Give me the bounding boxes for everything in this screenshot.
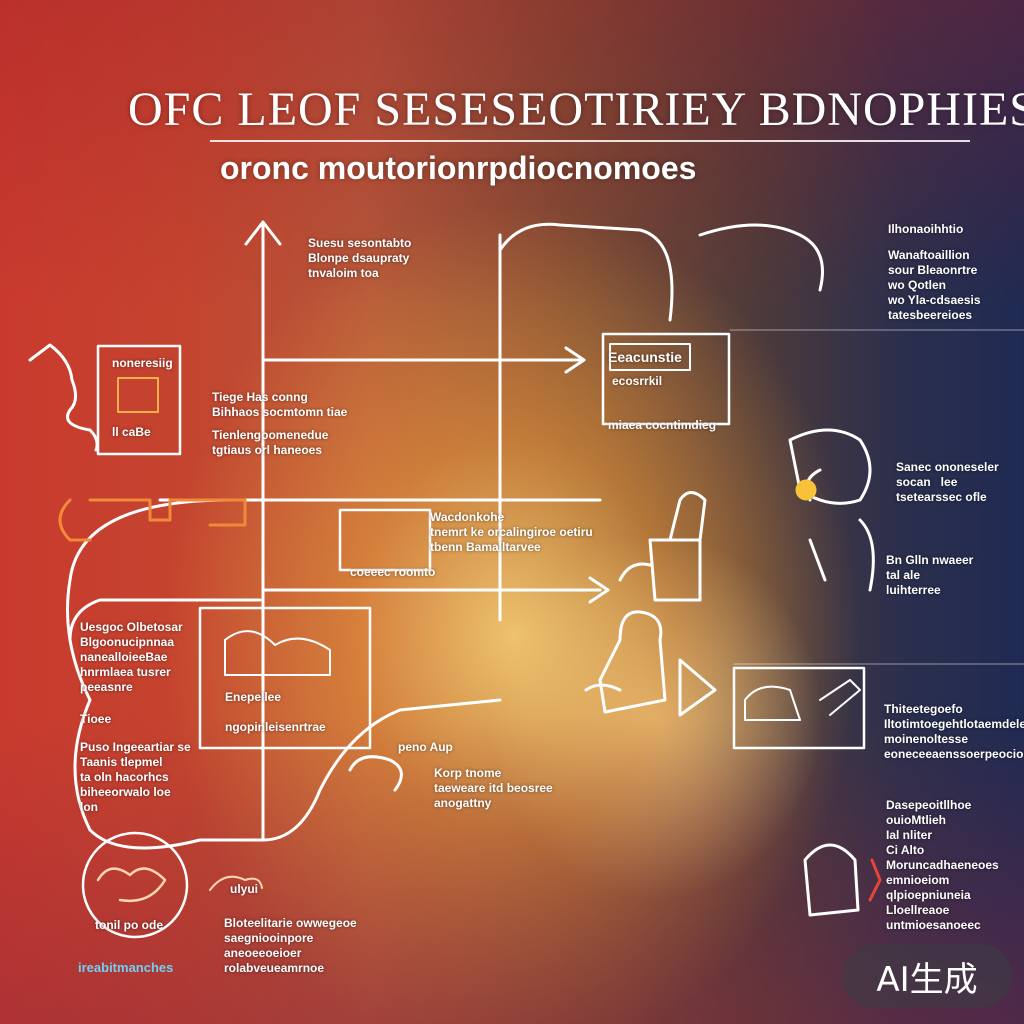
logo-scribble: [98, 869, 165, 901]
up-arrow: [246, 222, 280, 244]
machine-icon: [745, 680, 860, 720]
label-left-mid: Tiege Has conng Bihhaos socmtomn tiae: [212, 390, 347, 420]
label-logo: tonil po ode: [95, 918, 163, 933]
person-icon: [600, 612, 665, 712]
label-right-top: Wanaftoaillion sour Bleaonrtre wo Qotlen…: [888, 248, 981, 323]
mid-card: [340, 510, 430, 570]
label-cert-caption: miaea cocntimdieg: [608, 418, 716, 433]
left-card-inner: [118, 378, 158, 412]
label-top-center: Suesu sesontabto Blonpe dsaupraty tnvalo…: [308, 236, 411, 281]
arrow-to-cert-box: [263, 348, 584, 372]
top-arch: [500, 224, 672, 320]
label-left-lower: Puso Ingeeartiar se Taanis tlepmel ta ol…: [80, 740, 191, 815]
label-center-block: Wacdonkohe tnemrt ke orcalingiroe oetiru…: [430, 510, 593, 555]
label-cert-sub: ecosrrkil: [612, 374, 662, 389]
figure-legs: [810, 520, 873, 590]
right-lower-card: [734, 668, 864, 748]
bottom-left-card-sketch: [225, 631, 330, 675]
label-card-1: Enepellee: [225, 690, 281, 705]
label-mid-card: coeeec roomto: [350, 565, 435, 580]
label-sketch: ulyui: [230, 882, 258, 897]
right-arch: [700, 225, 823, 290]
label-left-block: Uesgoc Olbetosar Blgoonucipnnaa naneallo…: [80, 620, 183, 695]
label-left-card-foot: ll caBe: [112, 425, 151, 440]
curl: [350, 757, 401, 790]
label-center-lower-title: peno Aup: [398, 740, 453, 755]
pot-icon-red: [870, 860, 880, 900]
label-right-top-title: Ilhonaoihhtio: [888, 222, 963, 237]
label-right-box: Thiteetegoefo Iltotimtoegehtlotaemdelest…: [884, 702, 1024, 762]
lower-arrow: [263, 578, 608, 602]
label-right-mid: Sanec ononeseler socan lee tsetearssec o…: [896, 460, 999, 505]
hand-icon: [30, 345, 97, 450]
bottom-link[interactable]: ireabitmanches: [78, 960, 173, 975]
cup-icon-small: [620, 564, 650, 580]
label-left-mid-2: Tienlengoomenedue tgtiaus orl haneoes: [212, 428, 328, 458]
label-card-2: ngopinleisenrtrae: [225, 720, 326, 735]
ai-generated-badge: AI生成: [842, 944, 1012, 1008]
label-right-bottom: Dasepeoitllhoe ouioMtlieh Ial nliter Ci …: [886, 798, 999, 933]
label-right-lower: Bn Glln nwaeer tal ale luihterree: [886, 553, 973, 598]
label-cert-title: Eeacunstie: [608, 350, 682, 365]
pot-icon: [805, 845, 858, 915]
label-center-lower: Korp tnome taeweare itd beosree anogattn…: [434, 766, 553, 811]
label-left-single: Tioee: [80, 712, 111, 727]
label-left-card: noneresiig: [112, 356, 173, 371]
cup-icon: [650, 493, 705, 601]
label-bottom-center: Bloteelitarie owwegeoe saegniooinpore an…: [224, 916, 357, 976]
bulb-dot: [796, 480, 816, 500]
